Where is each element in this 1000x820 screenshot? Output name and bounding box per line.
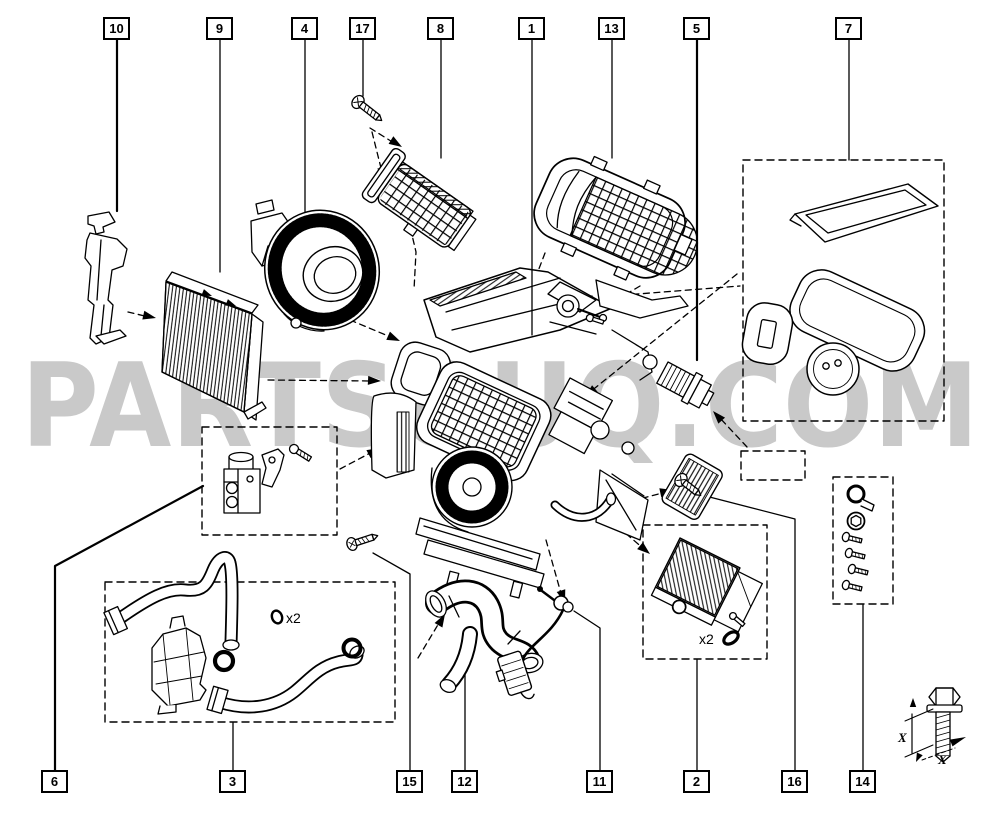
callout-17[interactable]: 17 [349, 17, 376, 40]
callout-8[interactable]: 8 [427, 17, 454, 40]
group-box-14 [832, 476, 894, 605]
callout-14[interactable]: 14 [849, 770, 876, 793]
group-7-seal-kit [741, 183, 939, 396]
callout-15[interactable]: 15 [396, 770, 423, 793]
group-14-fixing-kit [841, 484, 875, 592]
group-2-core: x2 [650, 537, 763, 647]
callout-4[interactable]: 4 [291, 17, 318, 40]
group-box-6 [201, 426, 338, 536]
hose-qty-label: x2 [286, 610, 301, 626]
group-3-heater-hoses: x2 [103, 551, 365, 715]
callout-10[interactable]: 10 [103, 17, 130, 40]
part-15-screw [346, 533, 379, 552]
part-4-blower-motor [250, 199, 381, 332]
callout-5[interactable]: 5 [683, 17, 710, 40]
part-16-screw [674, 472, 702, 497]
callout-11[interactable]: 11 [586, 770, 613, 793]
callout-7[interactable]: 7 [835, 17, 862, 40]
part-9-cabin-filter [161, 271, 267, 421]
part-17-screw [351, 94, 383, 122]
callout-12[interactable]: 12 [451, 770, 478, 793]
group-box-3 [104, 581, 396, 723]
callout-16[interactable]: 16 [781, 770, 808, 793]
part-12-duct-hose [425, 579, 544, 694]
part-5-resistor [656, 361, 715, 409]
bolt-length-legend: X X [897, 687, 966, 767]
group-box-7 [742, 159, 945, 422]
callout-2[interactable]: 2 [683, 770, 710, 793]
part-13-intake-grille [533, 155, 698, 281]
callout-3[interactable]: 3 [219, 770, 246, 793]
part-11-sensor-cable [495, 586, 574, 700]
part-1-hvac-housing [370, 267, 723, 599]
callout-1[interactable]: 1 [518, 17, 545, 40]
location-box-16 [740, 450, 806, 481]
callout-13[interactable]: 13 [598, 17, 625, 40]
group-6-expansion-valve [223, 443, 313, 514]
part-10-mounting-bracket [84, 211, 128, 345]
dim-x-side-label: X [897, 730, 907, 745]
core-qty-label: x2 [699, 631, 714, 647]
callout-6[interactable]: 6 [41, 770, 68, 793]
callout-9[interactable]: 9 [206, 17, 233, 40]
part-8-intake-cartridge [361, 147, 477, 252]
dim-x-bottom-label: X [937, 752, 947, 767]
leader-lines [53, 38, 864, 772]
group-box-2 [642, 524, 768, 660]
